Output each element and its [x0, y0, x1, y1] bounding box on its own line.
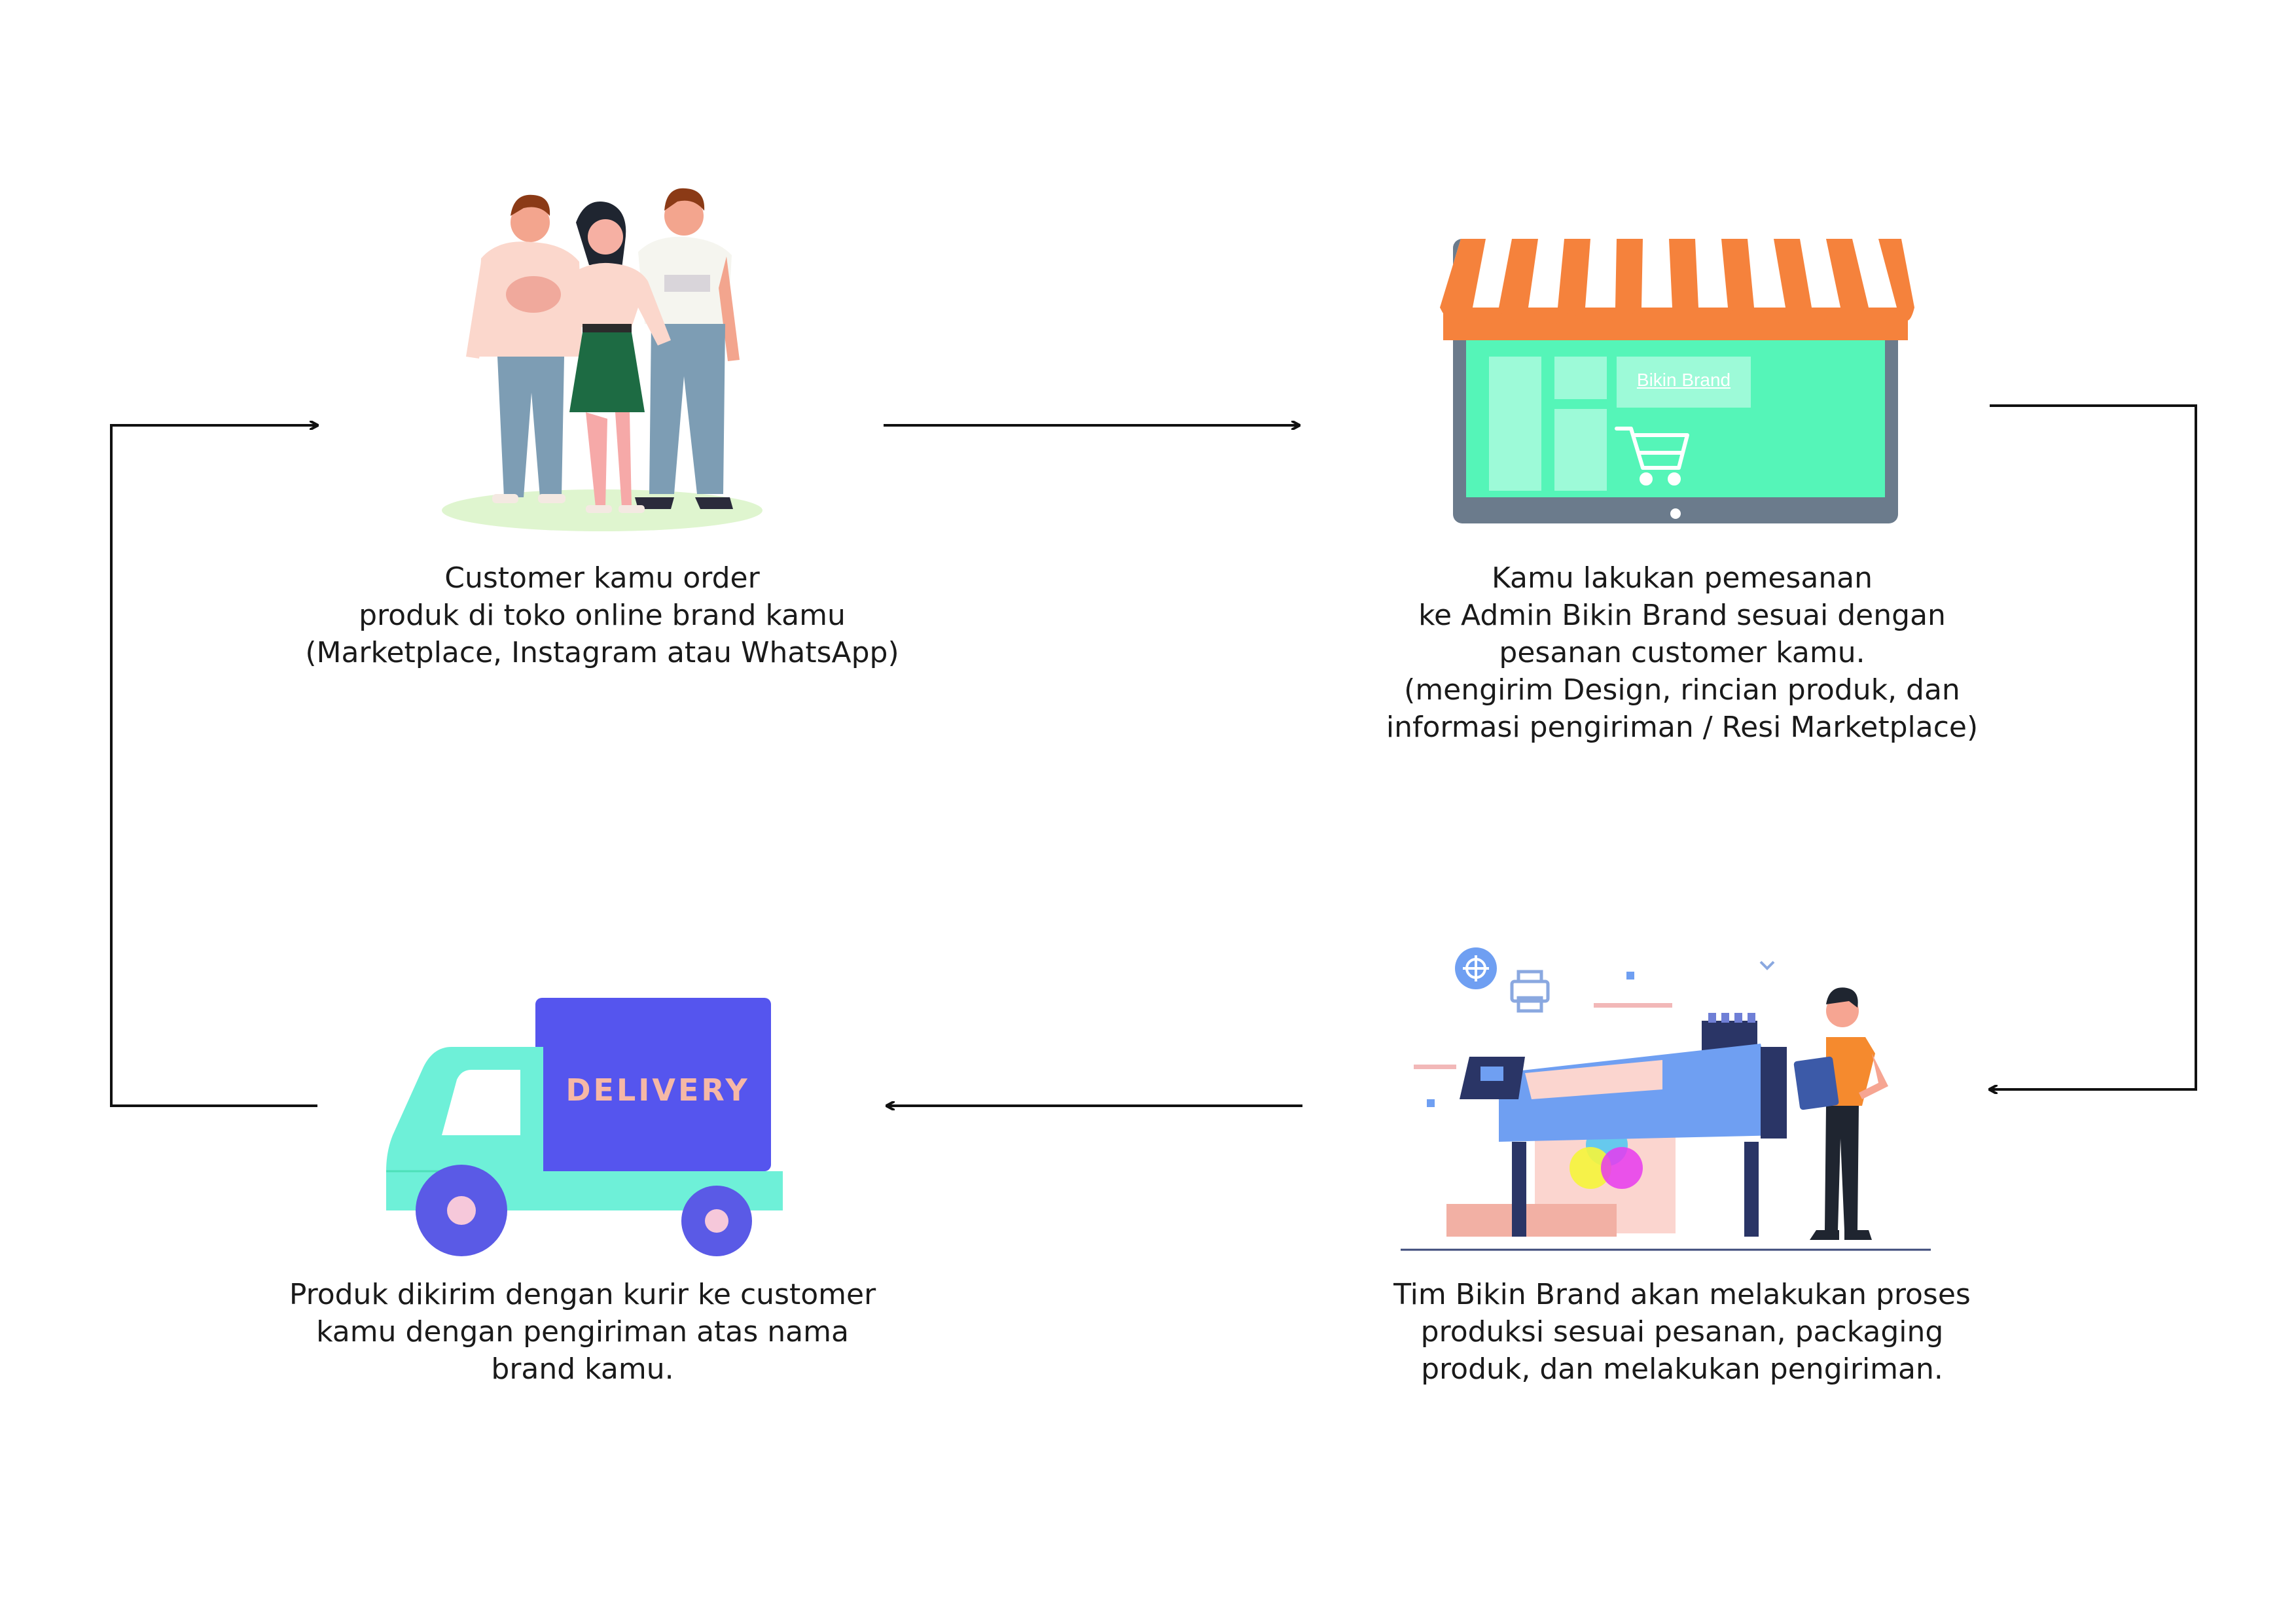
step-production-caption: Tim Bikin Brand akan melakukan proses pr…	[1393, 1278, 1971, 1386]
worker	[1793, 987, 1888, 1240]
store-illustration	[1440, 239, 1914, 523]
arrow-admin-to-production	[1990, 404, 2197, 1089]
delivery-label: DELIVERY	[565, 1072, 749, 1108]
tablet-device-icon	[1793, 1056, 1839, 1110]
customers-illustration	[442, 188, 762, 531]
arrow-delivery-to-customer	[110, 425, 317, 1107]
production-illustration	[1401, 947, 1931, 1251]
store-awning	[1440, 239, 1914, 340]
step-customer-caption: Customer kamu order produk di toko onlin…	[305, 561, 899, 669]
store-sign-label[interactable]: Bikin Brand	[1636, 370, 1731, 390]
shopping-cart-icon	[1615, 427, 1689, 485]
person-middle	[551, 202, 671, 513]
truck-cargo-box	[535, 998, 771, 1171]
tablet-home-button	[1670, 508, 1681, 519]
connector-arrows	[110, 404, 2197, 1107]
person-right	[635, 188, 740, 509]
delivery-truck-illustration: DELIVERY	[386, 998, 783, 1256]
person-left	[466, 194, 583, 503]
printer-icon	[1510, 970, 1550, 1013]
step-delivery-caption: Produk dikirim dengan kurir ke customer …	[289, 1278, 876, 1386]
step-admin-caption: Kamu lakukan pemesanan ke Admin Bikin Br…	[1386, 561, 1979, 744]
truck-window	[442, 1070, 520, 1135]
store-sign-panel	[1617, 357, 1751, 408]
